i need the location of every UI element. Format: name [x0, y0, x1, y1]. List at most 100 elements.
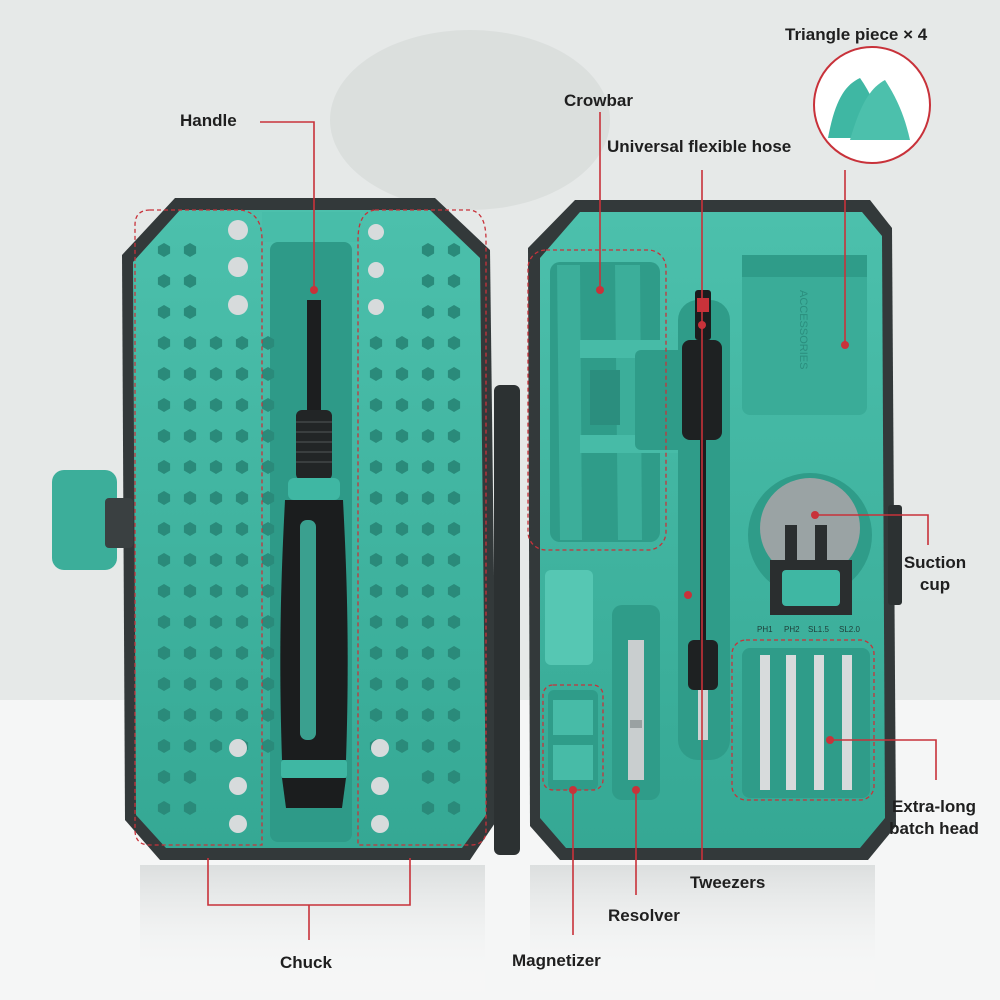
bit-grid-left-a [157, 243, 275, 815]
socket-bit-icon [395, 522, 409, 536]
socket-bit-icon [235, 615, 249, 629]
socket-bit-icon [261, 646, 275, 660]
socket-bit-icon [261, 584, 275, 598]
left-case-reflection [140, 865, 485, 1000]
socket-bit-icon [183, 677, 197, 691]
socket-bit-icon [183, 553, 197, 567]
socket-bit-icon [421, 615, 435, 629]
right-case-reflection [530, 865, 875, 1000]
socket-bit-icon [371, 739, 389, 757]
bit-grid-left-b [369, 243, 461, 815]
socket-bit-icon [395, 336, 409, 350]
socket-bit-icon [447, 429, 461, 443]
socket-bit-icon [421, 398, 435, 412]
socket-bit-icon [261, 553, 275, 567]
socket-bit-icon [447, 615, 461, 629]
socket-bit-icon [447, 677, 461, 691]
socket-bit-icon [368, 262, 384, 278]
socket-bit-icon [369, 646, 383, 660]
socket-bit-icon [447, 336, 461, 350]
socket-bit-icon [157, 584, 171, 598]
socket-bit-icon [421, 646, 435, 660]
socket-bit-icon [447, 274, 461, 288]
tweezers-label: Tweezers [690, 873, 766, 892]
bit-label-ph1: PH1 [757, 625, 773, 634]
socket-bit-icon [209, 429, 223, 443]
socket-bit-icon [157, 801, 171, 815]
extra-long-bits: PH1 PH2 SL1.5 SL2.0 [742, 625, 870, 798]
socket-bit-icon [229, 815, 247, 833]
socket-bit-icon [447, 243, 461, 257]
socket-bit-icon [261, 460, 275, 474]
socket-bit-icon [183, 615, 197, 629]
socket-bit-icon [157, 615, 171, 629]
socket-bit-icon [209, 615, 223, 629]
socket-bit-icon [447, 367, 461, 381]
magnetizer-label: Magnetizer [512, 951, 601, 970]
accessories-pocket: ACCESSORIES [742, 255, 867, 415]
socket-bit-icon [157, 274, 171, 288]
socket-bit-icon [157, 336, 171, 350]
handle-label: Handle [180, 111, 237, 130]
socket-bit-icon [421, 708, 435, 722]
socket-column-left [228, 220, 389, 833]
socket-bit-icon [447, 739, 461, 753]
socket-bit-icon [447, 708, 461, 722]
socket-bit-icon [228, 295, 248, 315]
suction-cup [748, 473, 872, 615]
socket-bit-icon [209, 398, 223, 412]
socket-bit-icon [395, 367, 409, 381]
socket-bit-icon [157, 305, 171, 319]
socket-bit-icon [395, 677, 409, 691]
socket-bit-icon [261, 336, 275, 350]
socket-bit-icon [369, 429, 383, 443]
socket-bit-icon [157, 460, 171, 474]
socket-bit-icon [261, 429, 275, 443]
socket-bit-icon [183, 739, 197, 753]
socket-bit-icon [261, 367, 275, 381]
socket-bit-icon [209, 708, 223, 722]
socket-bit-icon [395, 491, 409, 505]
socket-bit-icon [395, 553, 409, 567]
bit-label-ph2: PH2 [784, 625, 800, 634]
socket-bit-icon [183, 429, 197, 443]
socket-bit-icon [395, 708, 409, 722]
socket-bit-icon [447, 801, 461, 815]
suction-cup-label-line2: cup [919, 575, 951, 594]
socket-bit-icon [235, 336, 249, 350]
resolver-label: Resolver [608, 906, 680, 925]
socket-bit-icon [447, 770, 461, 784]
socket-bit-icon [183, 367, 197, 381]
extra-long-label-line1: Extra-long [891, 797, 977, 816]
socket-bit-icon [395, 615, 409, 629]
socket-bit-icon [183, 243, 197, 257]
socket-bit-icon [157, 770, 171, 784]
socket-bit-icon [209, 367, 223, 381]
socket-bit-icon [157, 398, 171, 412]
socket-bit-icon [261, 708, 275, 722]
chuck-label: Chuck [280, 953, 332, 972]
socket-bit-icon [209, 336, 223, 350]
socket-bit-icon [235, 553, 249, 567]
socket-bit-icon [183, 398, 197, 412]
socket-bit-icon [421, 553, 435, 567]
socket-bit-icon [229, 739, 247, 757]
socket-bit-icon [157, 739, 171, 753]
socket-bit-icon [371, 815, 389, 833]
socket-bit-icon [421, 770, 435, 784]
socket-bit-icon [395, 460, 409, 474]
socket-bit-icon [421, 305, 435, 319]
socket-bit-icon [369, 522, 383, 536]
socket-bit-icon [261, 522, 275, 536]
socket-bit-icon [228, 257, 248, 277]
callout-outlines [134, 209, 875, 846]
socket-bit-icon [395, 398, 409, 412]
socket-bit-icon [183, 708, 197, 722]
socket-bit-icon [157, 367, 171, 381]
socket-bit-icon [183, 336, 197, 350]
socket-bit-icon [235, 367, 249, 381]
socket-bit-icon [157, 708, 171, 722]
socket-bit-icon [395, 646, 409, 660]
socket-bit-icon [229, 777, 247, 795]
